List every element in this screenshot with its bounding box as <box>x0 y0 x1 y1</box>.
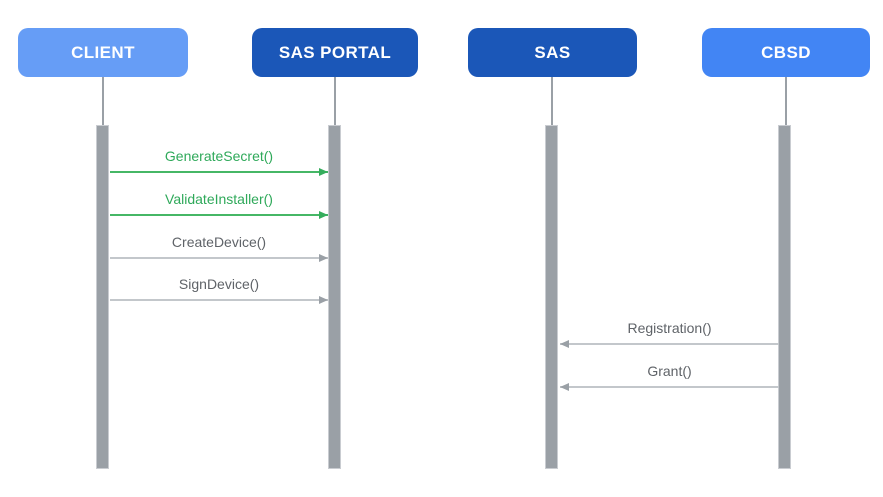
arrowhead-left-icon <box>560 383 569 391</box>
arrowhead-left-icon <box>560 340 569 348</box>
arrow-line <box>560 343 779 345</box>
activation-bar-sas <box>545 125 558 469</box>
lifeline-client <box>102 77 104 125</box>
message-sign-device: SignDevice() <box>110 271 328 304</box>
arrow-line <box>110 299 328 301</box>
message-label: CreateDevice() <box>171 234 267 250</box>
actor-label-client: CLIENT <box>71 42 135 62</box>
arrow-line <box>110 171 328 173</box>
arrowhead-right-icon <box>319 254 328 262</box>
actor-box-sas-portal: SAS PORTAL <box>252 28 418 77</box>
actor-label-cbsd: CBSD <box>761 42 811 62</box>
actor-label-sas-portal: SAS PORTAL <box>278 42 392 62</box>
arrowhead-right-icon <box>319 296 328 304</box>
arrowhead-right-icon <box>319 168 328 176</box>
message-label: SignDevice() <box>178 276 260 292</box>
message-label: Registration() <box>627 320 712 336</box>
actor-box-cbsd: CBSD <box>702 28 870 77</box>
activation-bar-client <box>96 125 109 469</box>
message-registration: Registration() <box>560 315 779 348</box>
arrow-line <box>110 214 328 216</box>
activation-bar-cbsd <box>778 125 791 469</box>
message-grant: Grant() <box>560 358 779 391</box>
message-label: GenerateSecret() <box>164 148 274 164</box>
lifeline-sas <box>551 77 553 125</box>
actor-box-sas: SAS <box>468 28 637 77</box>
arrowhead-right-icon <box>319 211 328 219</box>
activation-bar-sas-portal <box>328 125 341 469</box>
message-validate-installer: ValidateInstaller() <box>110 186 328 219</box>
arrow-line <box>560 386 779 388</box>
actor-label-sas: SAS <box>534 42 571 62</box>
message-generate-secret: GenerateSecret() <box>110 143 328 176</box>
arrow-line <box>110 257 328 259</box>
message-label: ValidateInstaller() <box>165 191 273 207</box>
message-create-device: CreateDevice() <box>110 229 328 262</box>
actor-box-client: CLIENT <box>18 28 188 77</box>
lifeline-cbsd <box>785 77 787 125</box>
lifeline-sas-portal <box>334 77 336 125</box>
message-label: Grant() <box>647 363 692 379</box>
